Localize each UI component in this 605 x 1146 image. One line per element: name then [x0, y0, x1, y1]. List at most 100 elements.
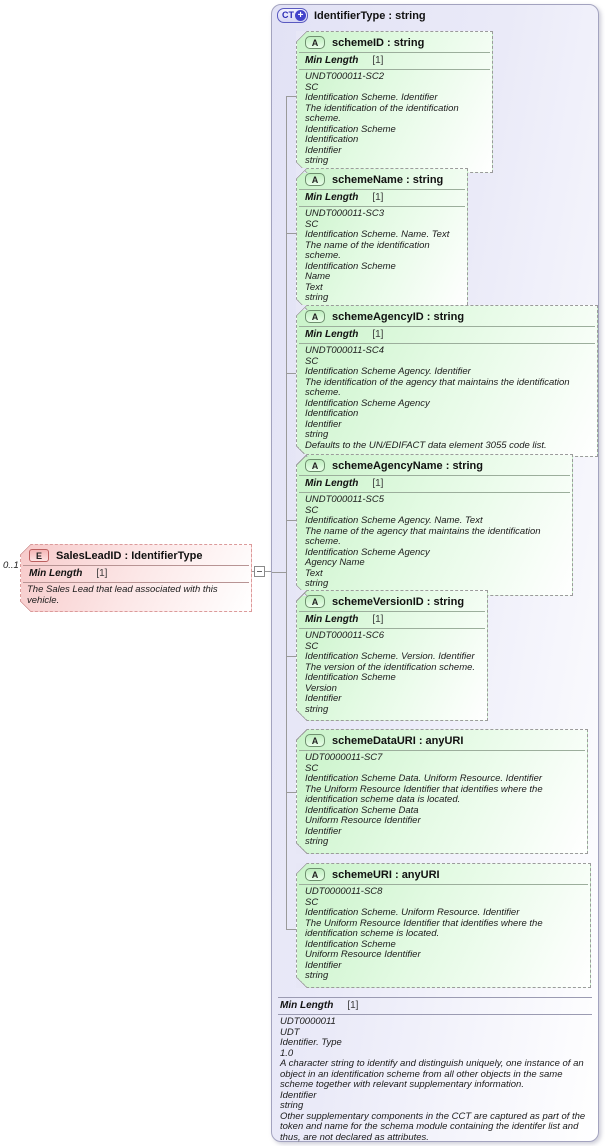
complex-type-title: IdentifierType : string: [314, 9, 426, 22]
facet-name: Min Length: [305, 192, 359, 203]
element-icon: E: [29, 549, 49, 562]
divider: [299, 750, 585, 751]
attribute-title: schemeID : string: [332, 36, 425, 49]
annotation-line: The Uniform Resource Identifier that ide…: [305, 917, 543, 939]
divider: [299, 52, 490, 53]
attribute-header: A schemeName : string: [297, 169, 467, 189]
annotation-line: string: [305, 292, 329, 303]
attribute-title: schemeDataURI : anyURI: [332, 734, 464, 747]
facet-value: [1]: [372, 55, 384, 66]
connector-trunk: [286, 96, 287, 929]
connector-stub: [286, 520, 296, 521]
facet-name: Min Length: [305, 614, 359, 625]
annotation-line: SC: [305, 762, 319, 774]
attribute-header: A schemeURI : anyURI: [297, 864, 590, 884]
attribute-header: A schemeID : string: [297, 32, 492, 52]
annotation-line: UNDT000011-SC2: [305, 71, 385, 82]
attribute-title: schemeAgencyID : string: [332, 310, 465, 323]
annotation-line: UNDT000011-SC6: [305, 630, 385, 641]
annotation-line: Identification Scheme: [305, 260, 396, 272]
cardinality-label: 0..1: [3, 560, 19, 571]
attribute-header: A schemeDataURI : anyURI: [297, 730, 587, 750]
divider: [299, 492, 570, 493]
divider: [278, 997, 592, 998]
annotation-line: Identifier: [305, 693, 342, 704]
facet-row: Min Length [1]: [297, 327, 597, 343]
divider: [299, 884, 588, 885]
complex-type-box-identifiertype[interactable]: CT + IdentifierType : string A schemeID …: [271, 4, 599, 1142]
complex-type-icon: CT +: [277, 8, 308, 23]
annotation-line: string: [305, 970, 329, 981]
attribute-header: A schemeVersionID : string: [297, 591, 487, 611]
annotation-line: Identifier: [305, 959, 342, 971]
attribute-title: schemeVersionID : string: [332, 595, 465, 608]
attribute-icon: A: [305, 734, 325, 747]
annotation-line: Identification Scheme: [305, 672, 396, 683]
attribute-box-schemeid[interactable]: A schemeID : string Min Length [1] UNDT0…: [296, 31, 493, 173]
annotation-line: The name of the identification scheme.: [305, 239, 430, 261]
annotation-line: SC: [305, 81, 319, 93]
divider: [299, 475, 570, 476]
divider: [23, 565, 249, 566]
facet-row: Min Length [1]: [297, 190, 467, 206]
divider: [299, 189, 465, 190]
attribute-box-schemeagencyid[interactable]: A schemeAgencyID : string Min Length [1]…: [296, 305, 598, 457]
collapse-handle[interactable]: [254, 566, 265, 577]
annotation-line: UDT: [280, 1026, 300, 1038]
divider: [299, 611, 485, 612]
annotation-line: Identification: [305, 408, 359, 419]
attribute-box-schemedatauri[interactable]: A schemeDataURI : anyURI UDT0000011-SC7 …: [296, 729, 588, 854]
connector-line: [272, 572, 286, 573]
attribute-box-schemeuri[interactable]: A schemeURI : anyURI UDT0000011-SC8 SC I…: [296, 863, 591, 988]
element-box-salesleadid[interactable]: E SalesLeadID : IdentifierType Min Lengt…: [20, 544, 252, 612]
facet-name: Min Length: [305, 329, 359, 340]
annotation-line: SC: [305, 504, 319, 516]
attribute-header: A schemeAgencyName : string: [297, 455, 572, 475]
annotation-line: The Sales Lead that lead associated with…: [27, 584, 218, 606]
annotation-line: Identification Scheme: [305, 123, 396, 135]
annotation-line: Text: [305, 281, 323, 293]
annotation-line: The name of the agency that maintains th…: [305, 525, 541, 547]
attribute-icon: A: [305, 310, 325, 323]
divider: [299, 69, 490, 70]
annotation-line: Defaults to the UN/EDIFACT data element …: [305, 439, 547, 451]
annotation-line: The identification of the agency that ma…: [305, 376, 570, 398]
divider: [278, 1014, 592, 1015]
facet-row: Min Length [1]: [278, 998, 592, 1014]
annotation-line: UNDT000011-SC5: [305, 494, 385, 505]
annotation-line: Name: [305, 271, 331, 282]
facet-row: Min Length [1]: [297, 476, 572, 492]
annotation-line: Identification Scheme Agency: [305, 397, 430, 409]
annotation-line: Identification Scheme. Version. Identifi…: [305, 651, 475, 662]
element-title: SalesLeadID : IdentifierType: [56, 549, 203, 562]
annotation-line: Identification Scheme. Uniform Resource.…: [305, 907, 520, 918]
divider: [299, 326, 595, 327]
connector-stub: [286, 373, 296, 374]
annotation-line: Text: [305, 567, 323, 579]
annotation-line: Uniform Resource Identifier: [305, 815, 421, 826]
minus-icon: [257, 571, 262, 572]
divider: [299, 628, 485, 629]
attribute-icon: A: [305, 173, 325, 186]
annotation-line: Other supplementary components in the CC…: [280, 1110, 586, 1143]
annotation-line: The Uniform Resource Identifier that ide…: [305, 783, 543, 805]
annotation-line: Identifier: [305, 144, 342, 156]
attribute-box-schemeversionid[interactable]: A schemeVersionID : string Min Length [1…: [296, 590, 488, 721]
connector-stub: [286, 929, 296, 930]
annotation-line: Identifier. Type: [280, 1037, 342, 1048]
annotation-line: UDT0000011-SC8: [305, 886, 383, 897]
annotation-line: 1.0: [280, 1047, 294, 1059]
annotation-line: Identification Scheme. Identifier: [305, 92, 438, 103]
facet-name: Min Length: [280, 1000, 334, 1011]
annotation-line: UDT0000011: [280, 1016, 336, 1027]
annotation-line: Identification: [305, 134, 359, 145]
facet-name: Min Length: [29, 568, 83, 579]
attribute-box-schemeagencyname[interactable]: A schemeAgencyName : string Min Length […: [296, 454, 573, 596]
attribute-box-schemename[interactable]: A schemeName : string Min Length [1] UND…: [296, 168, 468, 310]
facet-value: [1]: [96, 568, 108, 579]
annotation-line: UDT0000011-SC7: [305, 752, 383, 763]
annotation-line: string: [305, 155, 329, 166]
annotation-line: Identification Scheme Data. Uniform Reso…: [305, 773, 543, 784]
annotation-line: SC: [305, 355, 319, 367]
annotation-line: Identification Scheme Agency. Name. Text: [305, 515, 483, 526]
